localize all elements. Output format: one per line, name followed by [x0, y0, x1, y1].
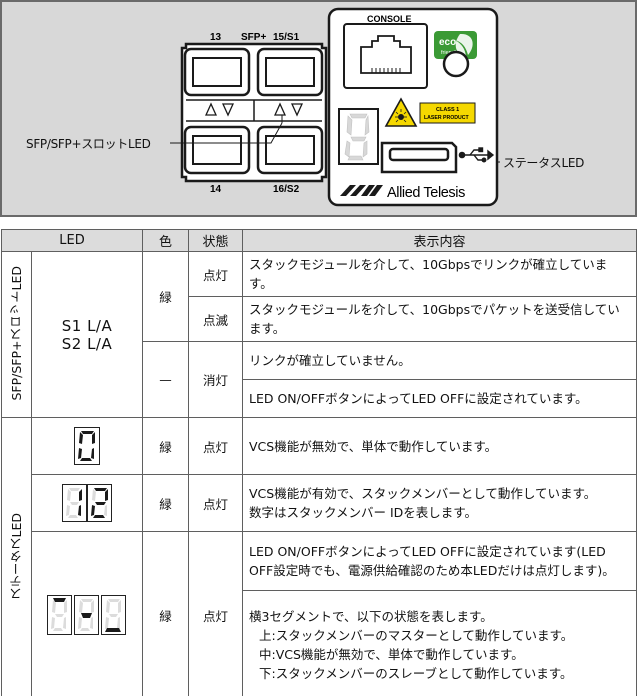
- desc-title: 横3セグメントで、以下の状態を表します。: [249, 608, 493, 624]
- sfp-led-arrows: [204, 102, 304, 117]
- brand-name: Allied Telesis: [387, 185, 465, 201]
- desc-line: 数字はスタックメンバー IDを表します。: [249, 505, 478, 520]
- table-row: 点滅 スタックモジュールを介して、10Gbpsでパケットを送受信しています。: [2, 296, 637, 342]
- eco-friendly-badge: eco friendly: [434, 31, 477, 59]
- table-header-row: LED 色 状態 表示内容: [1, 229, 637, 252]
- allied-telesis-logo: Allied Telesis: [340, 185, 466, 201]
- port-label-13: 13: [210, 32, 222, 43]
- cell-desc: リンクが確立していません。: [242, 341, 637, 380]
- desc-item-top: 上:スタックメンバーのマスターとして動作しています。: [259, 627, 574, 643]
- port-label-14: 14: [210, 184, 222, 195]
- desc-item-middle: 中:VCS機能が無効で、単体で動作しています。: [259, 646, 524, 662]
- cell-desc: VCS機能が有効で、スタックメンバーとして動作しています。 数字はスタックメンバ…: [242, 474, 637, 532]
- cell-desc: VCS機能が無効で、単体で動作しています。: [242, 417, 637, 475]
- table-row: ステータスLED 緑 点灯 VCS機能が無効で、単体で動作しています。: [1, 417, 637, 696]
- cell-desc: LED ON/OFFボタンによってLED OFFに設定されています。: [242, 379, 637, 418]
- eco-label: eco: [439, 37, 456, 48]
- cell-color: —: [142, 341, 189, 418]
- cell-color: 緑: [142, 531, 189, 696]
- console-label: CONSOLE: [367, 14, 412, 24]
- led-name-s2: S2 L/A: [61, 334, 113, 353]
- cell-state: 点滅: [188, 296, 243, 342]
- cell-state: 点灯: [188, 474, 243, 532]
- cell-state: 点灯: [188, 251, 243, 297]
- table-row: 緑 点灯 VCS機能が有効で、スタックメンバーとして動作しています。 数字はスタ…: [2, 474, 637, 532]
- header-color: 色: [142, 229, 189, 252]
- seven-seg-bars-icon: [47, 595, 126, 635]
- table-row: SFP/SFP+スロットLED S1 L/A S2 L/A 緑 点灯 スタックモ…: [1, 251, 637, 418]
- cell-desc: スタックモジュールを介して、10Gbpsでパケットを送受信しています。: [242, 296, 637, 342]
- front-panel-illustration: 13 SFP+ 15/S1 14 16/S2 CONSOLE: [0, 0, 637, 219]
- group-label-status: ステータスLED: [1, 417, 32, 696]
- header-meaning: 表示内容: [242, 229, 637, 252]
- table-row: LED ON/OFFボタンによってLED OFFに設定されています。: [2, 379, 637, 418]
- seven-seg-0-icon: [74, 427, 100, 465]
- table-row: 緑 点灯 LED ON/OFFボタンによってLED OFFに設定されています(L…: [2, 531, 637, 696]
- display-segments: [31, 531, 143, 696]
- port-label-16-s2: 16/S2: [273, 184, 300, 195]
- laser-warning-icon: [384, 97, 418, 127]
- cell-color: 緑: [142, 251, 189, 342]
- display-zero: [31, 417, 143, 475]
- sfp-led-names: S1 L/A S2 L/A: [31, 251, 143, 418]
- cell-state: 消灯: [188, 341, 243, 418]
- front-panel-svg: 13 SFP+ 15/S1 14 16/S2 CONSOLE: [0, 0, 637, 217]
- sfp-slot-block: [180, 42, 328, 183]
- display-twelve: [31, 474, 143, 532]
- header-state: 状態: [188, 229, 243, 252]
- cell-desc: スタックモジュールを介して、10Gbpsでリンクが確立しています。: [242, 251, 637, 297]
- cell-color: 緑: [142, 417, 189, 475]
- callout-status-led-label: ステータスLED: [503, 156, 585, 170]
- status-led-display: [338, 108, 379, 165]
- sfp-port-16-s2[interactable]: [256, 125, 324, 175]
- callout-sfp-led-label: SFP/SFP+スロットLED: [26, 137, 151, 151]
- table-row: 横3セグメントで、以下の状態を表します。 上:スタックメンバーのマスターとして動…: [2, 590, 637, 696]
- group-label-sfp: SFP/SFP+スロットLED: [1, 251, 32, 418]
- sfp-port-13[interactable]: [183, 47, 251, 97]
- port-label-sfp-plus: SFP+: [241, 32, 266, 43]
- sfp-port-14[interactable]: [183, 125, 251, 175]
- desc-item-bottom: 下:スタックメンバーのスレーブとして動作しています。: [259, 665, 573, 681]
- class1-line1: CLASS 1: [436, 107, 459, 113]
- cell-color: 緑: [142, 474, 189, 532]
- cell-state: 点灯: [188, 531, 243, 696]
- class1-line2: LASER PRODUCT: [424, 115, 470, 121]
- cell-desc: 横3セグメントで、以下の状態を表します。 上:スタックメンバーのマスターとして動…: [242, 590, 637, 696]
- led-name-s1: S1 L/A: [61, 316, 113, 335]
- table-row: — 消灯 リンクが確立していません。: [2, 341, 637, 418]
- cell-desc: LED ON/OFFボタンによってLED OFFに設定されています(LED OF…: [242, 531, 637, 591]
- led-on-off-button[interactable]: [442, 50, 470, 78]
- led-status-table: LED 色 状態 表示内容 SFP/SFP+スロットLED S1 L/A S2 …: [1, 229, 637, 696]
- console-port[interactable]: [343, 23, 428, 89]
- callout-line-sfp: [170, 122, 283, 144]
- desc-line: VCS機能が有効で、スタックメンバーとして動作しています。: [249, 486, 597, 501]
- usb-port[interactable]: [380, 141, 458, 174]
- usb-icon: [458, 147, 495, 163]
- seven-seg-12-icon: [62, 484, 112, 522]
- class1-laser-label: CLASS 1 LASER PRODUCT: [419, 102, 476, 124]
- management-module: CONSOLE eco friendly: [327, 7, 499, 207]
- port-label-15-s1: 15/S1: [273, 32, 300, 43]
- sfp-port-15-s1[interactable]: [256, 47, 324, 97]
- header-led: LED: [1, 229, 143, 252]
- cell-state: 点灯: [188, 417, 243, 475]
